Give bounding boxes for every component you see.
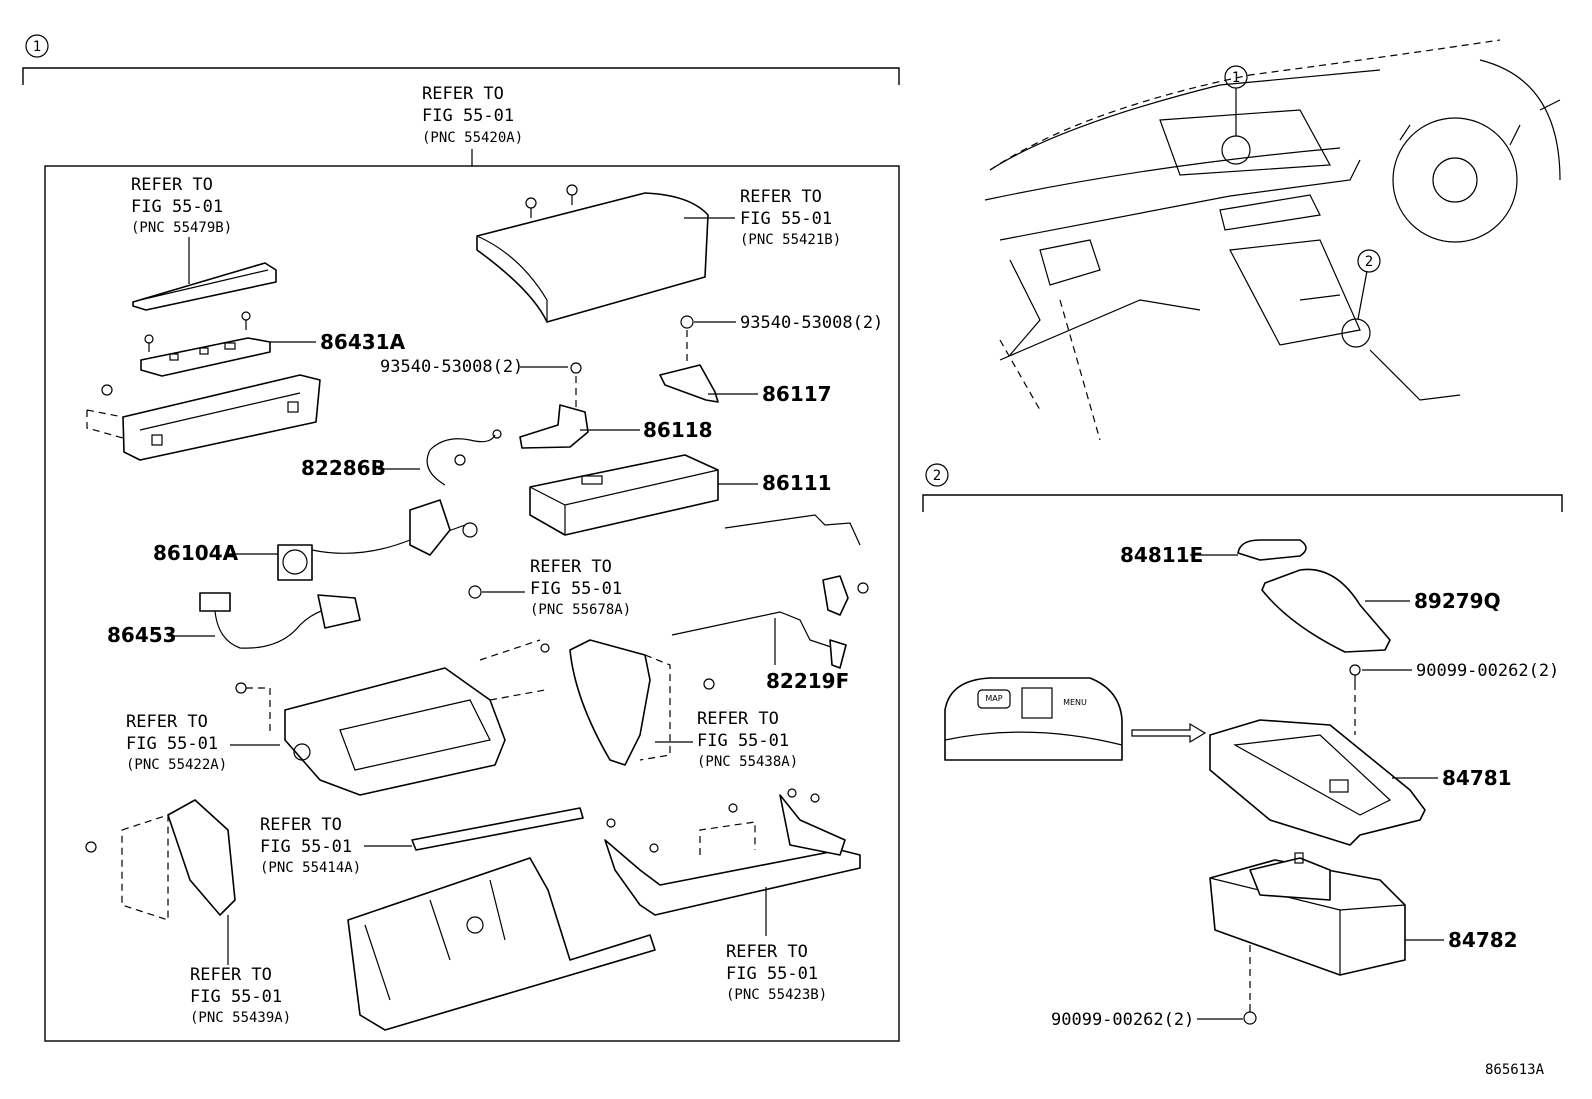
amplifier-86111 xyxy=(529,454,758,536)
part-86104a-label: 86104A xyxy=(153,541,239,565)
part-90099-bottom-label: 90099-00262(2) xyxy=(1051,1010,1194,1030)
controller-inset: MAP MENU xyxy=(944,677,1123,761)
section-1-marker: 1 xyxy=(25,34,49,58)
refer-55479b-label: REFER TO FIG 55-01 (PNC 55479B) xyxy=(131,175,232,236)
svg-text:FIG 55-01: FIG 55-01 xyxy=(422,106,514,126)
overview-marker-2: 2 xyxy=(1365,254,1373,270)
part-82286b-label: 82286B xyxy=(301,456,386,480)
svg-text:FIG 55-01: FIG 55-01 xyxy=(726,964,818,984)
svg-text:FIG 55-01: FIG 55-01 xyxy=(260,837,352,857)
svg-text:(PNC 55422A): (PNC 55422A) xyxy=(126,757,227,773)
svg-text:FIG 55-01: FIG 55-01 xyxy=(697,731,789,751)
svg-text:REFER TO: REFER TO xyxy=(126,712,208,732)
part-84811e-label: 84811E xyxy=(1120,543,1203,567)
clip-55678a xyxy=(468,585,525,599)
dashboard-overview: 1 2 xyxy=(984,39,1561,441)
refer-55678a-label: REFER TO FIG 55-01 (PNC 55678A) xyxy=(530,557,631,618)
display-housing xyxy=(86,374,321,461)
svg-text:(PNC 55479B): (PNC 55479B) xyxy=(131,220,232,236)
svg-text:REFER TO: REFER TO xyxy=(697,709,779,729)
switch-84781 xyxy=(1209,719,1438,846)
part-86117-label: 86117 xyxy=(762,382,832,406)
part-90099-top-label: 90099-00262(2) xyxy=(1416,661,1559,681)
bracket-86118 xyxy=(519,404,640,449)
arrow-icon xyxy=(1131,722,1207,744)
svg-text:REFER TO: REFER TO xyxy=(190,965,272,985)
svg-text:(PNC 55439A): (PNC 55439A) xyxy=(190,1010,291,1026)
part-86431a-label: 86431A xyxy=(320,330,406,354)
refer-top-label: REFER TO FIG 55-01 (PNC 55420A) xyxy=(422,84,523,146)
svg-text:REFER TO: REFER TO xyxy=(260,815,342,835)
svg-text:(PNC 55423B): (PNC 55423B) xyxy=(726,987,827,1003)
harness-86453 xyxy=(168,592,361,649)
svg-text:2: 2 xyxy=(933,468,941,484)
menu-button-label: MENU xyxy=(1063,698,1087,707)
cable-82286b xyxy=(378,429,502,486)
refer-55414a-label: REFER TO FIG 55-01 (PNC 55414A) xyxy=(260,815,361,876)
svg-text:REFER TO: REFER TO xyxy=(726,942,808,962)
bracket-86117 xyxy=(659,364,758,403)
bracket-55438a xyxy=(569,639,693,766)
lid-55421b xyxy=(476,184,735,323)
circuit-board-86431a xyxy=(140,311,316,377)
fan-86104a xyxy=(228,499,478,581)
screw-90099-top xyxy=(1349,664,1412,735)
svg-text:REFER TO: REFER TO xyxy=(530,557,612,577)
svg-text:FIG 55-01: FIG 55-01 xyxy=(131,197,223,217)
part-86453-label: 86453 xyxy=(107,623,177,647)
glovebox-frame-55422a xyxy=(230,639,715,796)
svg-text:(PNC 55414A): (PNC 55414A) xyxy=(260,860,361,876)
svg-text:FIG 55-01: FIG 55-01 xyxy=(126,734,218,754)
cover-89279q xyxy=(1261,568,1410,653)
lower-panel xyxy=(347,857,656,1031)
svg-text:(PNC 55438A): (PNC 55438A) xyxy=(697,754,798,770)
section-1-bracket xyxy=(22,67,900,85)
section-2-bracket xyxy=(922,494,1563,512)
bracket-55423b xyxy=(604,788,861,936)
refer-55439a-label: REFER TO FIG 55-01 (PNC 55439A) xyxy=(190,965,291,1026)
part-86111-label: 86111 xyxy=(762,471,832,495)
svg-text:FIG 55-01: FIG 55-01 xyxy=(190,987,282,1007)
section-2-marker: 2 xyxy=(925,463,949,487)
module-84782 xyxy=(1209,852,1444,976)
part-84781-label: 84781 xyxy=(1442,766,1512,790)
svg-text:FIG 55-01: FIG 55-01 xyxy=(740,209,832,229)
strip-55414a xyxy=(364,807,584,851)
svg-text:(PNC 55421B): (PNC 55421B) xyxy=(740,232,841,248)
svg-text:FIG 55-01: FIG 55-01 xyxy=(530,579,622,599)
svg-text:REFER TO: REFER TO xyxy=(740,187,822,207)
wire-82219f xyxy=(671,575,869,669)
part-93540-left-label: 93540-53008(2) xyxy=(380,357,523,377)
part-86118-label: 86118 xyxy=(643,418,713,442)
svg-text:(PNC 55420A): (PNC 55420A) xyxy=(422,130,523,146)
svg-text:REFER TO: REFER TO xyxy=(422,84,504,104)
part-82219f-label: 82219F xyxy=(766,669,849,693)
refer-55422a-label: REFER TO FIG 55-01 (PNC 55422A) xyxy=(126,712,227,773)
part-84782-label: 84782 xyxy=(1448,928,1518,952)
trim-strip-55479b xyxy=(132,237,277,311)
overview-marker-1: 1 xyxy=(1232,70,1240,86)
screw-93540-right xyxy=(680,315,736,365)
refer-55423b-label: REFER TO FIG 55-01 (PNC 55423B) xyxy=(726,942,827,1003)
figure-id: 865613A xyxy=(1485,1062,1545,1078)
hinge-55439a xyxy=(85,799,236,965)
refer-55421b-label: REFER TO FIG 55-01 (PNC 55421B) xyxy=(740,187,841,248)
svg-text:1: 1 xyxy=(33,39,41,55)
svg-text:(PNC 55678A): (PNC 55678A) xyxy=(530,602,631,618)
refer-55438a-label: REFER TO FIG 55-01 (PNC 55438A) xyxy=(697,709,798,770)
screw-90099-bottom xyxy=(1197,945,1257,1025)
part-93540-right-label: 93540-53008(2) xyxy=(740,313,883,333)
map-button-label: MAP xyxy=(985,694,1002,703)
part-89279q-label: 89279Q xyxy=(1414,589,1501,613)
svg-text:REFER TO: REFER TO xyxy=(131,175,213,195)
wire-harness-right xyxy=(724,514,861,546)
knob-84811e xyxy=(1190,539,1307,561)
